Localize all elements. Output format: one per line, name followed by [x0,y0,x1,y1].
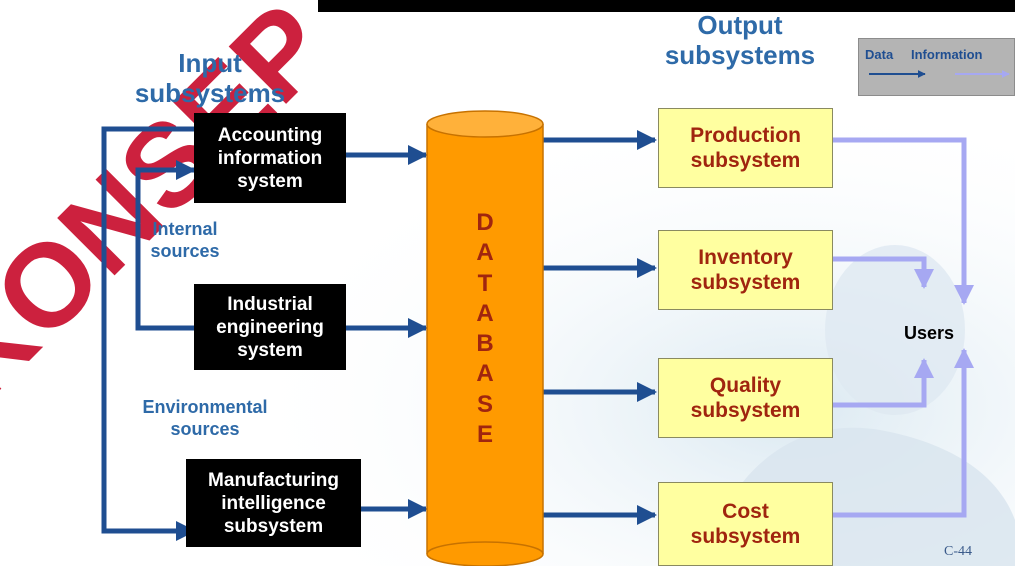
database-cylinder [426,110,544,566]
internal-sources-label: Internal sources [150,219,220,261]
database-letter: E [476,421,493,449]
input-heading-line-2: subsystems [134,78,286,108]
output-subsystems-heading: Output subsystems [640,10,840,70]
database-letter: S [476,390,493,418]
info-arrow-cost-to-users [833,348,974,518]
database-letter: D [476,209,494,236]
cost-subsystem-box: Cost subsystem [658,482,833,566]
database-top [426,110,544,138]
database-letter: A [476,299,494,327]
environmental-sources-label: Environmental sources [142,397,268,439]
data-flow-bracket-outer [101,126,196,541]
database-letter: A [476,239,494,267]
legend-information-label: Information [911,47,983,62]
top-banner [318,0,1015,12]
quality-subsystem-box: Quality subsystem [658,358,833,438]
accounting-information-system-box: Accounting information system [194,113,346,203]
info-arrow-quality-to-users [833,358,934,408]
info-arrow-production-to-users [833,137,974,305]
output-heading-line-2: subsystems [664,40,816,70]
data-flow-bracket-inner [135,160,196,331]
output-heading-line-1: Output [697,10,783,40]
legend-arrows [869,70,1010,78]
page-number: C-44 [944,544,972,559]
production-subsystem-box: Production subsystem [658,108,833,188]
input-subsystems-heading: Input subsystems [120,48,300,108]
database-letter: A [476,360,494,388]
legend-data-label: Data [865,47,894,62]
input-heading-line-1: Input [178,48,242,78]
database-letter: T [477,269,493,297]
inventory-subsystem-box: Inventory subsystem [658,230,833,310]
industrial-engineering-system-box: Industrial engineering system [194,284,346,370]
info-arrow-inventory-to-users [833,256,934,289]
users-label: Users [904,323,955,343]
legend: Data Information [858,38,1015,96]
manufacturing-intelligence-subsystem-box: Manufacturing intelligence subsystem [186,459,361,547]
database-letter: B [476,330,494,358]
